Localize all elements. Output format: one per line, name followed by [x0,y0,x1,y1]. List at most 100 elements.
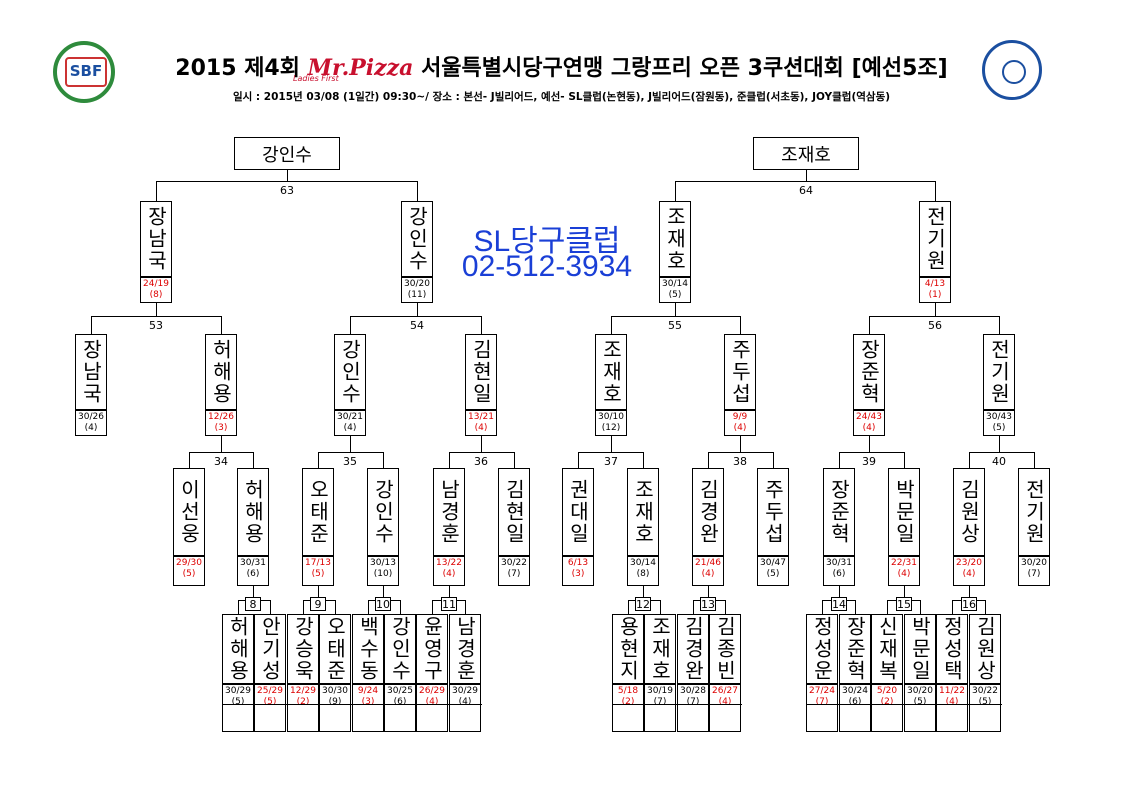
bracket-line [270,600,271,615]
player-score: 30/31(6) [823,556,855,586]
player-box: 장남국 [140,201,172,277]
player-box: 안기성 [254,614,286,684]
player-box: 전기원 [919,201,951,277]
bracket-line [318,452,319,469]
player-box: 박문일 [904,614,936,684]
bracket-line [238,600,239,615]
rank-value: (1) [928,290,942,300]
player-name: 김원상 [973,616,997,682]
advert-phone: 02-512-3934 [461,250,633,283]
match-number: 38 [733,455,747,468]
bracket-line [91,316,92,335]
player-name: 오태준 [306,479,330,545]
bracket-line [368,600,369,615]
player-name: 정성택 [940,616,964,682]
match-number: 14 [831,597,847,611]
bracket-line [612,704,742,705]
bracket-line [611,436,612,453]
bracket-line [935,303,936,317]
bracket-line [578,452,579,469]
finalist-box: 조재호 [753,137,859,170]
match-number: 8 [245,597,261,611]
bracket-line [920,600,921,615]
player-box: 조재호 [659,201,691,277]
player-score: 13/21(4) [465,410,497,436]
bracket-line [449,586,450,601]
score-value: 30/19 [647,686,673,696]
finalist-name: 조재호 [781,144,831,166]
score-value: 13/22 [436,558,462,568]
player-box: 강승욱 [287,614,319,684]
player-name: 전기원 [923,206,947,272]
player-box: 조재호 [644,614,676,684]
match-number: 55 [668,319,682,332]
bracket-line [999,316,1000,335]
bracket-line [839,452,905,453]
rank-value: (7) [1027,569,1041,579]
rank-value: (7) [686,697,700,707]
score-value: 9/9 [732,412,748,422]
title-year: 2015 [175,56,237,81]
score-value: 30/14 [662,279,688,289]
bracket-line [611,316,612,335]
bracket-line [869,436,870,453]
bracket-line [335,600,336,615]
rank-value: (2) [621,697,635,707]
bracket-line [904,452,905,469]
rank-value: (4) [718,697,732,707]
player-score: 30/31(6) [237,556,269,586]
player-score: 30/30(9) [319,684,351,732]
bracket-line [887,600,888,615]
player-name: 남경훈 [453,616,477,682]
rank-value: (3) [214,423,228,433]
player-score: 30/10(12) [595,410,627,436]
player-name: 전기원 [1022,479,1046,545]
bracket-line [350,316,351,335]
player-box: 신재복 [871,614,903,684]
match-number: 37 [604,455,618,468]
score-value: 9/24 [357,686,379,696]
match-number: 10 [375,597,391,611]
player-box: 김현일 [465,334,497,410]
match-number: 53 [149,319,163,332]
player-box: 김경완 [677,614,709,684]
player-score: 30/25(6) [384,684,416,732]
player-score: 30/14(5) [659,277,691,303]
bracket-line [350,316,482,317]
player-name: 박문일 [908,616,932,682]
player-score: 6/13(3) [562,556,594,586]
rank-value: (10) [373,569,393,579]
bracket-line [643,452,644,469]
player-score: 26/27(4) [709,684,741,732]
score-value: 13/21 [468,412,494,422]
player-score: 23/20(4) [953,556,985,586]
bracket-line [675,303,676,317]
score-value: 30/20 [404,279,430,289]
bracket-line [383,452,384,469]
player-name: 조재호 [599,339,623,405]
player-score: 21/46(4) [692,556,724,586]
match-number: 36 [474,455,488,468]
score-value: 30/47 [760,558,786,568]
player-name: 장준혁 [843,616,867,682]
player-name: 강인수 [371,479,395,545]
bracket-line [253,586,254,601]
player-box: 오태준 [302,468,334,556]
player-score: 30/47(5) [757,556,789,586]
player-score: 24/43(4) [853,410,885,436]
score-value: 23/20 [956,558,982,568]
score-value: 6/13 [567,558,589,568]
sbf-logo: SBF [53,41,115,103]
score-value: 30/13 [370,558,396,568]
score-value: 30/31 [240,558,266,568]
title-event: 서울특별시당구연맹 그랑프리 오픈 3쿠션대회 [예선5조] [421,56,948,81]
title-round: 제4회 [244,56,300,81]
player-name: 박문일 [892,479,916,545]
player-name: 허해용 [226,616,250,682]
player-score: 30/29(5) [222,684,254,732]
player-box: 강인수 [367,468,399,556]
score-value: 30/20 [907,686,933,696]
bracket-line [969,452,1035,453]
bracket-line [91,316,222,317]
rank-value: (4) [343,423,357,433]
